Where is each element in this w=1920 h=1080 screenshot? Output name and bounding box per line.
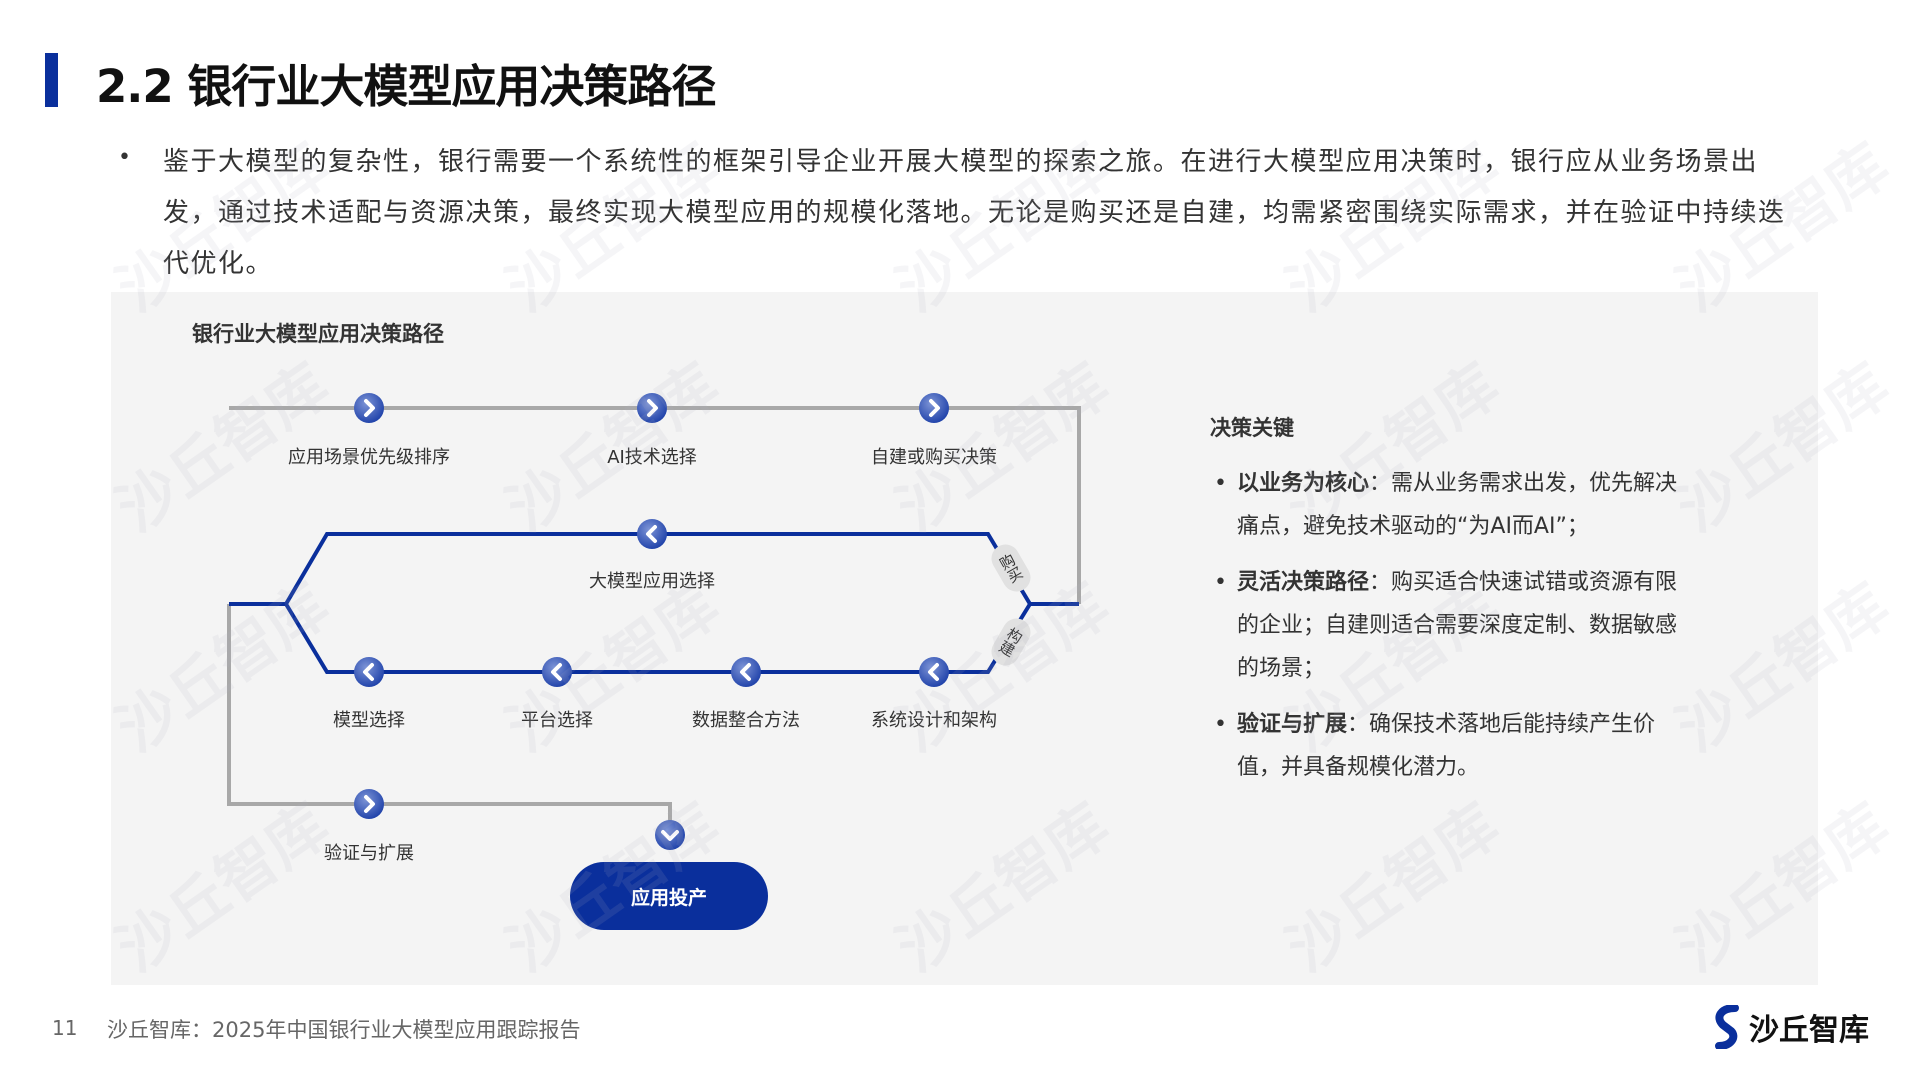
chevron-right-icon [635,391,669,425]
chevron-down-icon [653,818,687,852]
step-label: AI技术选择 [607,447,697,468]
key-point: •以业务为核心：需从业务需求出发，优先解决痛点，避免技术驱动的“为AI而AI”； [1214,471,1678,539]
step-label: 验证与扩展 [324,843,414,864]
page-title: 2.2 银行业大模型应用决策路径 [96,60,716,113]
logo-text: 沙丘智库 [1749,1013,1869,1048]
key-point-body: ：需从业务需求出发，优先解决痛点，避免技术驱动的“为AI而AI”； [1237,471,1678,539]
chevron-left-icon [917,655,951,689]
key-point-head: 验证与扩展 [1237,712,1348,737]
logo-s-icon [1715,1005,1739,1049]
title-accent-bar [45,53,58,107]
chevron-left-icon [352,655,386,689]
chevron-left-icon [635,517,669,551]
chevron-left-icon [729,655,763,689]
key-point-head: 以业务为核心 [1237,471,1370,496]
step-label: 数据整合方法 [692,710,800,731]
diagram-title: 银行业大模型应用决策路径 [192,322,444,346]
chevron-left-icon [540,655,574,689]
keys-title: 决策关键 [1210,416,1294,440]
step-label: 模型选择 [333,710,405,731]
step-label: 自建或购买决策 [871,447,997,468]
step-label: 系统设计和架构 [871,710,997,731]
chevron-right-icon [352,391,386,425]
intro-paragraph: 鉴于大模型的复杂性，银行需要一个系统性的框架引导企业开展大模型的探索之旅。在进行… [163,147,1786,279]
key-point: •验证与扩展：确保技术落地后能持续产生价值，并具备规模化潜力。 [1214,712,1656,780]
key-point-body: ：购买适合快速试错或资源有限的企业；自建则适合需要深度定制、数据敏感的场景； [1237,570,1678,681]
page-number: 11 [52,1016,78,1040]
bullet: • [118,145,131,170]
step-label: 应用场景优先级排序 [288,447,450,468]
key-point-body: ：确保技术落地后能持续产生价值，并具备规模化潜力。 [1237,712,1656,780]
key-point: •灵活决策路径：购买适合快速试错或资源有限的企业；自建则适合需要深度定制、数据敏… [1214,570,1678,681]
blue-path [229,532,1079,674]
deploy-button[interactable]: 应用投产 [570,862,768,930]
gray-path [227,406,1081,822]
key-point-head: 灵活决策路径 [1237,570,1370,595]
step-label: 平台选择 [521,710,593,731]
chevron-right-icon [352,787,386,821]
footer-source: 沙丘智库：2025年中国银行业大模型应用跟踪报告 [107,1018,581,1042]
chevron-right-icon [917,391,951,425]
brand-logo: 沙丘智库 [1713,1005,1869,1049]
step-label: 大模型应用选择 [589,571,715,592]
